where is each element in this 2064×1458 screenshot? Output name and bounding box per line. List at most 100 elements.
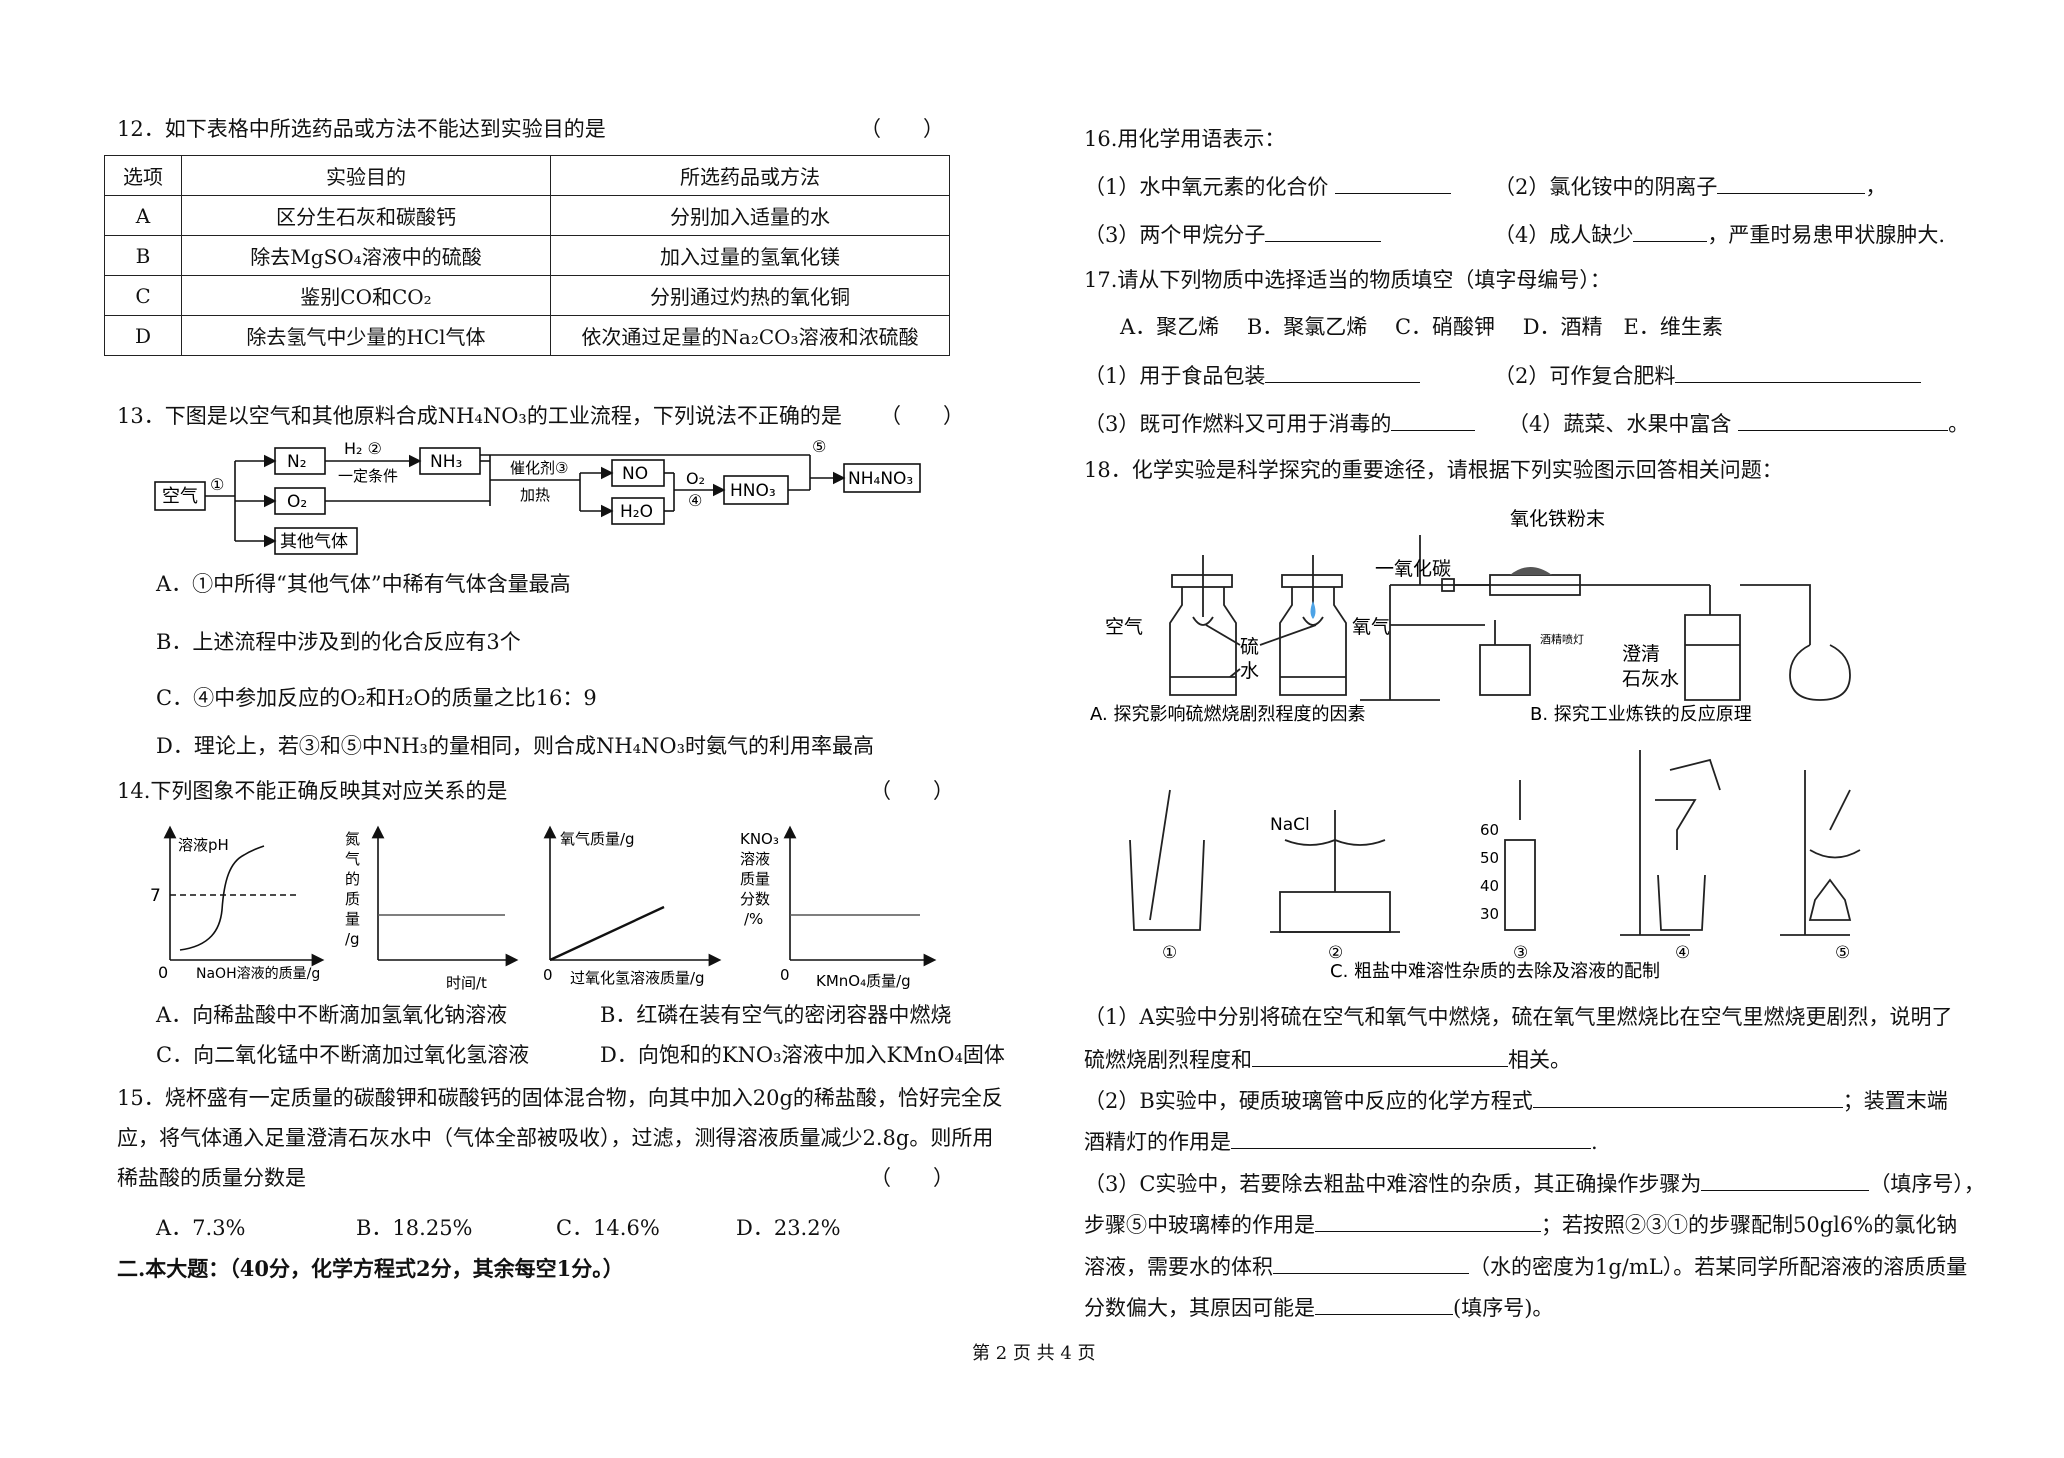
table-cell: 除去MgSO₄溶液中的硫酸	[181, 235, 551, 276]
q14-option-d: D．向饱和的KNO₃溶液中加入KMnO₄固体	[600, 1043, 1005, 1067]
figure-c-tick-50: 50	[1480, 849, 1499, 867]
page-footer: 第 2 页 共 4 页	[972, 1343, 1096, 1364]
figure-c-step-1: ①	[1162, 943, 1177, 963]
q12-answer-paren: （ ）	[860, 117, 944, 141]
flow-step-4: ④	[688, 491, 702, 510]
figure-b-limewater-2: 石灰水	[1622, 668, 1679, 690]
q13-stem: 13．下图是以空气和其他原料合成NH₄NO₃的工业流程，下列说法不正确的是	[117, 404, 842, 428]
table-cell: 鉴别CO和CO₂	[181, 275, 551, 316]
flow-h2o: H₂O	[620, 502, 653, 522]
flow-other-gas: 其他气体	[280, 532, 348, 552]
q15-answer-paren: （ ）	[870, 1166, 954, 1190]
q17-choices: A．聚乙烯 B．聚氯乙烯 C．硝酸钾 D．酒精 E．维生素	[1120, 315, 1723, 339]
q14-stem: 14.下列图象不能正确反映其对应关系的是	[117, 779, 508, 803]
q13-option-c: C．④中参加反应的O₂和H₂O的质量之比16：9	[156, 686, 597, 710]
q14-graph-1-xlabel: NaOH溶液的质量/g	[196, 966, 320, 982]
figure-b-co: 一氧化碳	[1375, 558, 1451, 580]
q15-option-c: C．14.6%	[556, 1216, 660, 1240]
q15-option-b: B．18.25%	[356, 1216, 473, 1240]
q18-part-3-line-2: 步骤⑤中玻璃棒的作用是；若按照②③①的步骤配制50gl6%的氯化钠	[1084, 1213, 1958, 1237]
table-cell: 依次通过足量的Na₂CO₃溶液和浓硫酸	[550, 315, 950, 356]
flow-n2: N₂	[287, 452, 307, 472]
table-cell: 分别通过灼热的氧化铜	[550, 275, 950, 316]
table-header-row: 选项 实验目的 所选药品或方法	[104, 155, 950, 196]
q18-part-1-line-2: 硫燃烧剧烈程度和相关。	[1084, 1048, 1571, 1072]
flow-no: NO	[622, 464, 648, 484]
table-cell: B	[104, 235, 182, 276]
q17-stem: 17.请从下列物质中选择适当的物质填空（填字母编号）：	[1084, 268, 1611, 292]
q17-part-1: （1）用于食品包装	[1084, 362, 1421, 389]
table-cell: A	[104, 195, 182, 236]
table-header-cell: 选项	[104, 155, 182, 196]
q16-part-2: （2）氯化铵中的阴离子，	[1494, 175, 1887, 199]
table-row: B 除去MgSO₄溶液中的硫酸 加入过量的氢氧化镁	[104, 235, 950, 276]
q14-option-c: C．向二氧化锰中不断滴加过氧化氢溶液	[156, 1043, 530, 1067]
figure-c-step-3: ③	[1513, 943, 1528, 963]
q14-answer-paren: （ ）	[870, 779, 954, 803]
q14-graph-4-origin: 0	[780, 966, 790, 984]
q15-line-3: 稀盐酸的质量分数是	[117, 1166, 306, 1190]
q18-stem: 18．化学实验是科学探究的重要途径，请根据下列实验图示回答相关问题：	[1084, 458, 1783, 482]
figure-c-step-2: ②	[1328, 943, 1343, 963]
q15-line-2: 应，将气体通入足量澄清石灰水中（气体全部被吸收），过滤，测得溶液质量减少2.8g…	[117, 1126, 994, 1150]
figure-b-fe2o3: 氧化铁粉末	[1510, 508, 1605, 530]
svg-text:/%: /%	[744, 910, 763, 928]
flow-step-1: ①	[210, 475, 224, 494]
figure-c-tick-40: 40	[1480, 877, 1499, 895]
table-row: C 鉴别CO和CO₂ 分别通过灼热的氧化铜	[104, 275, 950, 316]
flow-o2: O₂	[287, 492, 307, 512]
q12-table: 选项 实验目的 所选药品或方法 A 区分生石灰和碳酸钙 分别加入适量的水 B 除…	[104, 155, 950, 356]
svg-text:质: 质	[345, 890, 360, 908]
q14-graph-3-xlabel: 过氧化氢溶液质量/g	[570, 969, 705, 987]
flow-o2-reagent: O₂	[686, 469, 705, 488]
table-row: A 区分生石灰和碳酸钙 分别加入适量的水	[104, 195, 950, 236]
q15-option-d: D．23.2%	[736, 1216, 841, 1240]
q18-part-1-line-1: （1）A实验中分别将硫在空气和氧气中燃烧，硫在氧气里燃烧比在空气里燃烧更剧烈，说…	[1084, 1005, 1953, 1029]
q18-figure-c: NaCl 60 50 40 30 ① ② ③ ④ ⑤ C. 粗盐中难溶性杂质的去…	[1129, 750, 1861, 980]
svg-text:气: 气	[345, 850, 360, 868]
svg-text:/g: /g	[345, 930, 360, 948]
svg-text:质量: 质量	[740, 870, 770, 888]
figure-c-tick-30: 30	[1480, 905, 1499, 923]
table-cell: D	[104, 315, 182, 356]
figure-a-air: 空气	[1105, 616, 1143, 638]
q18-part-3-line-4: 分数偏大，其原因可能是(填序号)。	[1084, 1296, 1554, 1320]
q14-graph-1-tick-7: 7	[150, 886, 161, 906]
section-2-heading: 二.本大题：（40分，化学方程式2分，其余每空1分。）	[117, 1256, 624, 1281]
q15-line-1: 15．烧杯盛有一定质量的碳酸钾和碳酸钙的固体混合物，向其中加入20g的稀盐酸，恰…	[117, 1086, 1003, 1110]
flow-nh3: NH₃	[430, 452, 462, 472]
q14-graph-2-xlabel: 时间/t	[446, 974, 487, 992]
flow-heat: 加热	[520, 486, 550, 504]
q17-part-3: （3）既可作燃料又可用于消毒的	[1084, 410, 1476, 437]
table-cell: 除去氢气中少量的HCl气体	[181, 315, 551, 356]
q14-graph-4	[783, 825, 937, 967]
q17-part-4: （4）蔬菜、水果中富含 。	[1508, 412, 1970, 436]
q18-part-3-line-3: 溶液，需要水的体积（水的密度为1g/mL）。若某同学所配溶液的溶质质量	[1084, 1255, 1968, 1279]
table-cell: 区分生石灰和碳酸钙	[181, 195, 551, 236]
q14-graph-3-ylabel: 氧气质量/g	[560, 830, 635, 848]
q13-option-a: A．①中所得“其他气体”中稀有气体含量最高	[156, 572, 571, 596]
q16-stem: 16.用化学用语表示：	[1084, 127, 1286, 151]
q13-answer-paren: （ ）	[880, 404, 964, 428]
table-header-cell: 实验目的	[181, 155, 551, 196]
q18-part-2-line-2: 酒精灯的作用是.	[1084, 1130, 1598, 1154]
q14-graph-4-xlabel: KMnO₄质量/g	[816, 972, 911, 990]
figure-c-step-4: ④	[1675, 943, 1690, 963]
q14-graph-1-origin: 0	[158, 963, 168, 982]
q12-stem: 12．如下表格中所选药品或方法不能达到实验目的是	[117, 117, 606, 141]
q15-option-a: A．7.3%	[156, 1216, 246, 1240]
figure-a-caption: A. 探究影响硫燃烧剧烈程度的因素	[1090, 704, 1365, 725]
flow-h2-step-2: H₂ ②	[344, 440, 382, 458]
q13-option-d: D．理论上，若③和⑤中NH₃的量相同，则合成NH₄NO₃时氨气的利用率最高	[156, 734, 875, 758]
figure-a-apparatus	[1169, 555, 1347, 696]
q13-flow-diagram: 空气 ① N₂ O₂ 其他气体 H₂ ② 一定条件 NH₃ 催化剂③ 加热 NO…	[154, 440, 921, 555]
figure-c-tick-60: 60	[1480, 821, 1499, 839]
q14-graph-2	[371, 825, 519, 967]
q14-graph-1-ylabel: 溶液pH	[178, 836, 229, 854]
figure-c-step-5: ⑤	[1835, 943, 1850, 963]
svg-text:KNO₃: KNO₃	[740, 830, 779, 848]
figure-a-sulfur: 硫	[1240, 636, 1259, 658]
flow-catalyst-step-3: 催化剂③	[510, 459, 568, 477]
figure-a-oxygen: 氧气	[1352, 616, 1390, 638]
q14-graph-2-ylabel: 氮 气 的 质 量 /g	[345, 830, 360, 948]
